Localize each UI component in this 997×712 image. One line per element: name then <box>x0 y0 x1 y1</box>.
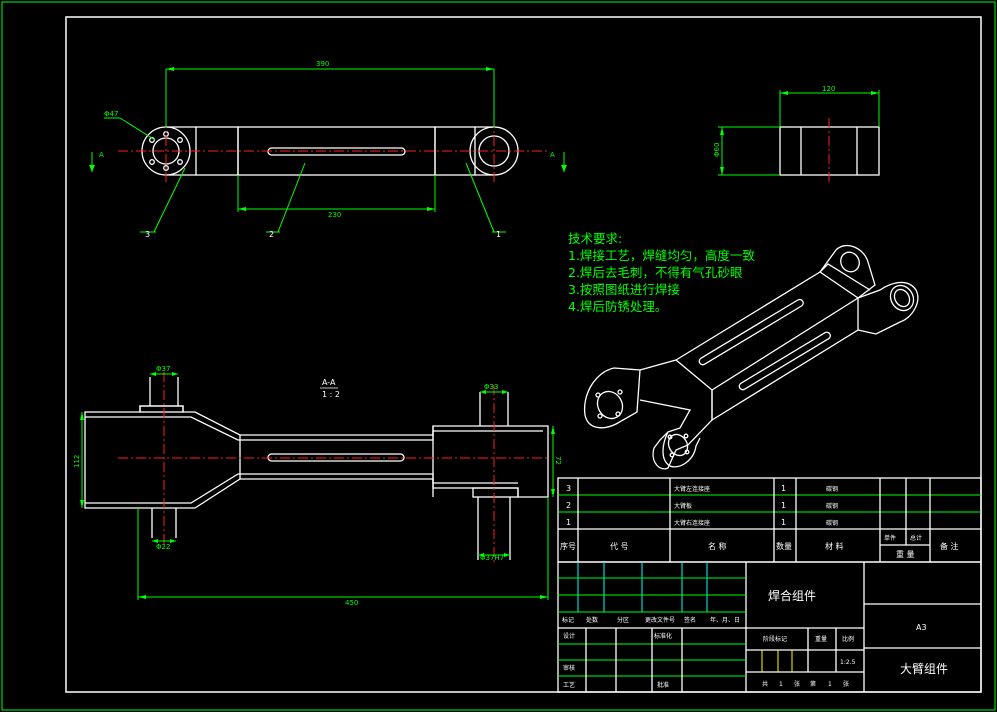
tb-gongyi: 工艺 <box>563 681 575 689</box>
tb-scale-label: 比例 <box>842 635 854 643</box>
bom-h-remark: 备 注 <box>940 541 959 551</box>
section-label: A-A <box>322 378 336 387</box>
dim-390: 390 <box>316 60 329 68</box>
title-block: 标记 处数 分区 更改文件号 签名 年、月、日 设计 标准化 审核 工艺 批准 … <box>557 561 982 693</box>
bom-r3-no: 1 <box>566 518 571 527</box>
bom-r1-name: 大臂左连接座 <box>674 485 710 493</box>
bom-r3-qty: 1 <box>781 518 786 527</box>
tb-zhang2: 张 <box>843 680 849 688</box>
dim-sec-left-height: 112 <box>73 455 81 468</box>
dim-230: 230 <box>328 211 341 219</box>
tb-sheji: 设计 <box>563 632 575 640</box>
note-line-1: 1.焊接工艺，焊缝均匀，高度一致 <box>568 248 755 263</box>
bom-h-no: 序号 <box>560 541 576 551</box>
tb-di: 第 <box>810 680 816 688</box>
bom-r3-name: 大臂右连接座 <box>674 519 710 527</box>
dim-120: 120 <box>822 85 835 93</box>
bom-h-weight: 重 量 <box>896 549 915 559</box>
tb-drawing-name: 焊合组件 <box>768 588 816 603</box>
technical-requirements: 技术要求: 1.焊接工艺，焊缝均匀，高度一致 2.焊后去毛刺，不得有气孔砂眼 3… <box>568 231 755 314</box>
bom-h-material: 材 料 <box>825 541 844 551</box>
section-mark-left: A <box>99 151 104 159</box>
note-line-3: 3.按照图纸进行焊接 <box>568 282 680 297</box>
section-scale: 1 : 2 <box>322 390 340 399</box>
notes-title: 技术要求: <box>568 231 622 246</box>
tb-gong: 共 <box>762 680 768 688</box>
tb-stage-label: 阶段标记 <box>763 635 787 643</box>
bom-r2-qty: 1 <box>781 501 786 510</box>
tb-pizhun: 批准 <box>657 681 669 689</box>
dim-sec-left-bot: Φ22 <box>156 543 170 551</box>
dim-sec-right-top: Φ33 <box>484 383 498 391</box>
tb-biaoji: 标记 <box>562 616 574 624</box>
bom-h-unit: 单件 <box>884 534 896 542</box>
tb-weight-label: 重量 <box>815 635 827 643</box>
balloon-2: 2 <box>269 230 274 239</box>
balloon-3: 3 <box>145 230 150 239</box>
side-view: 120 Φ60 <box>713 85 880 184</box>
bom-r2-name: 大臂板 <box>674 502 692 510</box>
dim-hole-dia: Φ47 <box>104 110 118 118</box>
bom-h-name: 名 称 <box>708 541 727 551</box>
dim-side-height: Φ60 <box>713 143 721 157</box>
bom-h-total: 总计 <box>910 534 922 542</box>
bom-r1-no: 3 <box>566 484 571 493</box>
dim-sec-left-top: Φ37 <box>156 365 170 373</box>
bom-r1-material: 碳钢 <box>826 485 838 493</box>
tb-scale-value: 1:2.5 <box>840 659 856 666</box>
tb-date: 年、月、日 <box>710 616 740 624</box>
bom-r2-no: 2 <box>566 501 571 510</box>
top-view: 390 230 Φ47 A A 3 2 1 <box>89 60 567 239</box>
tb-shenhe: 审核 <box>563 664 575 672</box>
section-view: A-A 1 : 2 Φ37 Φ33 Φ22 Φ37H7 112 <box>73 365 562 607</box>
tb-fenqu: 分区 <box>617 616 629 624</box>
balloon-1: 1 <box>496 230 501 239</box>
tb-zhang1: 张 <box>794 680 800 688</box>
tb-total: 1 <box>779 681 783 688</box>
dim-sec-right-bot: Φ37H7 <box>480 554 504 562</box>
inner-frame <box>65 16 982 693</box>
bom-h-qty: 数量 <box>776 541 792 551</box>
bom-r1-qty: 1 <box>781 484 786 493</box>
section-outline <box>84 405 549 509</box>
tb-gengai: 更改文件号 <box>645 616 675 624</box>
tb-biaozhunhua: 标准化 <box>654 632 672 640</box>
isometric-view <box>583 245 919 470</box>
tb-num: 1 <box>828 681 832 688</box>
bom-r2-material: 碳钢 <box>826 502 838 510</box>
bom-table: 3 大臂左连接座 1 碳钢 2 大臂板 1 碳钢 1 大臂右连接座 1 碳钢 序… <box>557 477 982 563</box>
dim-sec-right-height: 72 <box>554 456 562 465</box>
bom-r3-material: 碳钢 <box>826 519 838 527</box>
tb-qianming: 签名 <box>684 616 696 624</box>
tb-chushu: 处数 <box>586 616 598 624</box>
tb-format: A3 <box>916 623 927 632</box>
note-line-4: 4.焊后防锈处理。 <box>568 299 667 314</box>
note-line-2: 2.焊后去毛刺，不得有气孔砂眼 <box>568 265 743 280</box>
section-mark-right: A <box>550 151 555 159</box>
dim-450: 450 <box>345 599 358 607</box>
bom-h-code: 代 号 <box>610 541 629 551</box>
tb-part-name: 大臂组件 <box>900 662 948 676</box>
